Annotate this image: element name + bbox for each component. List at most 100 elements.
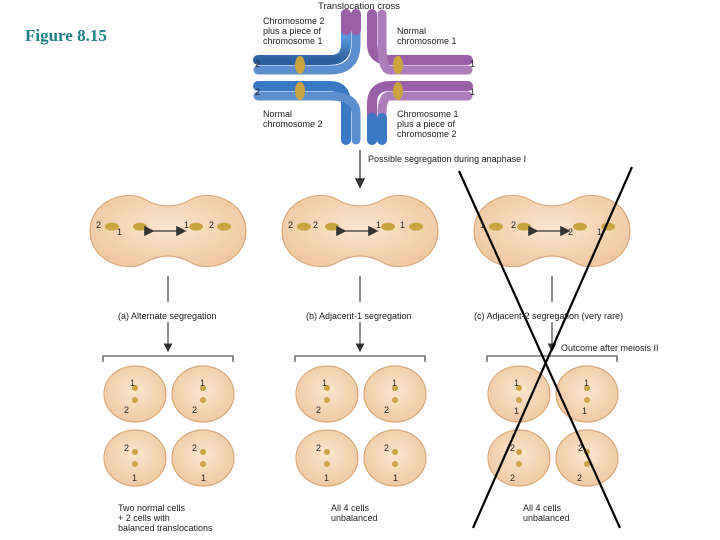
figure-title: Figure 8.15	[25, 26, 107, 45]
cell-number-label: 2	[96, 220, 102, 230]
chromosome	[300, 385, 354, 391]
chromosome	[368, 385, 422, 391]
cross-chromosome-1-normal	[367, 9, 473, 65]
segregation-label-a: (a) Alternate segregation	[118, 311, 217, 321]
label-chromosome-2-plus-piece: Chromosome 2 plus a piece of chromosome …	[263, 16, 325, 46]
rejected-outcome-x-mark	[457, 166, 634, 529]
gamete-number: 1	[130, 378, 136, 388]
gamete-number: 2	[384, 443, 390, 453]
chromosome	[368, 397, 422, 403]
cell-number-label: 2	[288, 220, 294, 230]
chromosome	[324, 200, 340, 262]
anaphase-label: Possible segregation during anaphase I	[368, 154, 527, 164]
chromosome	[300, 397, 354, 403]
cell-number-label: 1	[117, 227, 123, 237]
chromosome	[108, 385, 162, 391]
cross-arm-label: 2	[255, 59, 261, 69]
chromosome	[216, 200, 232, 262]
gamete-cells	[103, 365, 619, 487]
gamete-cell	[103, 365, 167, 423]
chromosome	[176, 397, 230, 403]
gamete-number: 1	[324, 473, 330, 483]
gamete-number: 1	[584, 378, 590, 388]
chromosome	[300, 461, 354, 467]
cross-title: Translocation cross	[318, 1, 401, 12]
translocation-cross	[253, 9, 473, 145]
chromosome	[368, 449, 422, 455]
label-chromosome-1-plus-piece: Chromosome 1 plus a piece of chromosome …	[397, 109, 459, 139]
chromosome	[380, 200, 396, 262]
gamete-number: 1	[393, 473, 399, 483]
gamete-number: 1	[322, 378, 328, 388]
gamete-number: 1	[392, 378, 398, 388]
cross-chromosome-1-translocated	[367, 81, 473, 145]
gamete-cell	[295, 365, 359, 423]
gamete-cell	[363, 429, 427, 487]
cell-number-label: 2	[568, 227, 574, 237]
chromosome	[516, 200, 532, 262]
cross-chromosome-2-translocated	[253, 9, 351, 65]
gamete-cell	[295, 429, 359, 487]
cross-chromosome-2-translocated-sister	[253, 9, 361, 75]
cross-arm-label: 2	[255, 87, 261, 97]
gamete-number: 2	[384, 405, 390, 415]
result-label-c: All 4 cells unbalanced	[523, 503, 570, 523]
chromosome	[108, 449, 162, 455]
gamete-number: 2	[510, 443, 516, 453]
cell-number-label: 1	[480, 220, 486, 230]
anaphase-cell	[89, 194, 247, 268]
gamete-cell	[555, 365, 619, 423]
chromosome	[188, 200, 204, 262]
segregation-label-b: (b) Adjacent-1 segregation	[306, 311, 412, 321]
result-label-b: All 4 cells unbalanced	[331, 503, 378, 523]
gamete-number: 2	[316, 443, 322, 453]
gamete-number: 1	[582, 406, 588, 416]
gamete-number: 2	[316, 405, 322, 415]
chromosome	[176, 461, 230, 467]
chromosome	[492, 397, 546, 403]
chromosome	[492, 385, 546, 391]
gamete-number: 2	[578, 443, 584, 453]
chromosome	[408, 200, 424, 262]
cell-number-label: 1	[400, 220, 406, 230]
chromosome	[296, 200, 312, 262]
gamete-number: 1	[200, 378, 206, 388]
gamete-cell	[555, 429, 619, 487]
chromosome	[572, 200, 588, 262]
cell-number-label: 1	[184, 220, 190, 230]
label-normal-chromosome-2: Normal chromosome 2	[263, 109, 323, 129]
cell-number-label: 1	[376, 220, 382, 230]
gamete-number: 1	[514, 378, 520, 388]
result-label-a: Two normal cells + 2 cells with balanced…	[118, 503, 213, 533]
cross-chromosome-2-normal	[253, 81, 351, 145]
outcome-label: Outcome after meiosis II	[561, 343, 659, 353]
gamete-number: 2	[510, 473, 516, 483]
gamete-number: 2	[192, 405, 198, 415]
gamete-number: 2	[192, 443, 198, 453]
chromosome	[176, 449, 230, 455]
chromosome	[132, 200, 148, 262]
cross-arm-label: 1	[470, 59, 476, 69]
chromosome	[492, 461, 546, 467]
cell-number-label: 2	[209, 220, 215, 230]
gamete-cell	[171, 429, 235, 487]
anaphase-cell	[281, 194, 439, 268]
chromosome	[300, 449, 354, 455]
gamete-cell	[487, 365, 551, 423]
cross-arm-label: 1	[470, 87, 476, 97]
chromosome	[560, 449, 614, 455]
anaphase-cell	[473, 194, 631, 268]
anaphase-cells	[89, 194, 631, 268]
gamete-number: 2	[124, 443, 130, 453]
chromosome	[560, 461, 614, 467]
gamete-cell	[363, 365, 427, 423]
gamete-number: 1	[201, 473, 207, 483]
chromosome	[108, 397, 162, 403]
gamete-number: 1	[132, 473, 138, 483]
chromosome	[176, 385, 230, 391]
chromosome	[104, 200, 120, 262]
cell-number-label: 2	[313, 220, 319, 230]
chromosome	[492, 449, 546, 455]
gamete-number: 1	[514, 406, 520, 416]
chromosome	[560, 385, 614, 391]
